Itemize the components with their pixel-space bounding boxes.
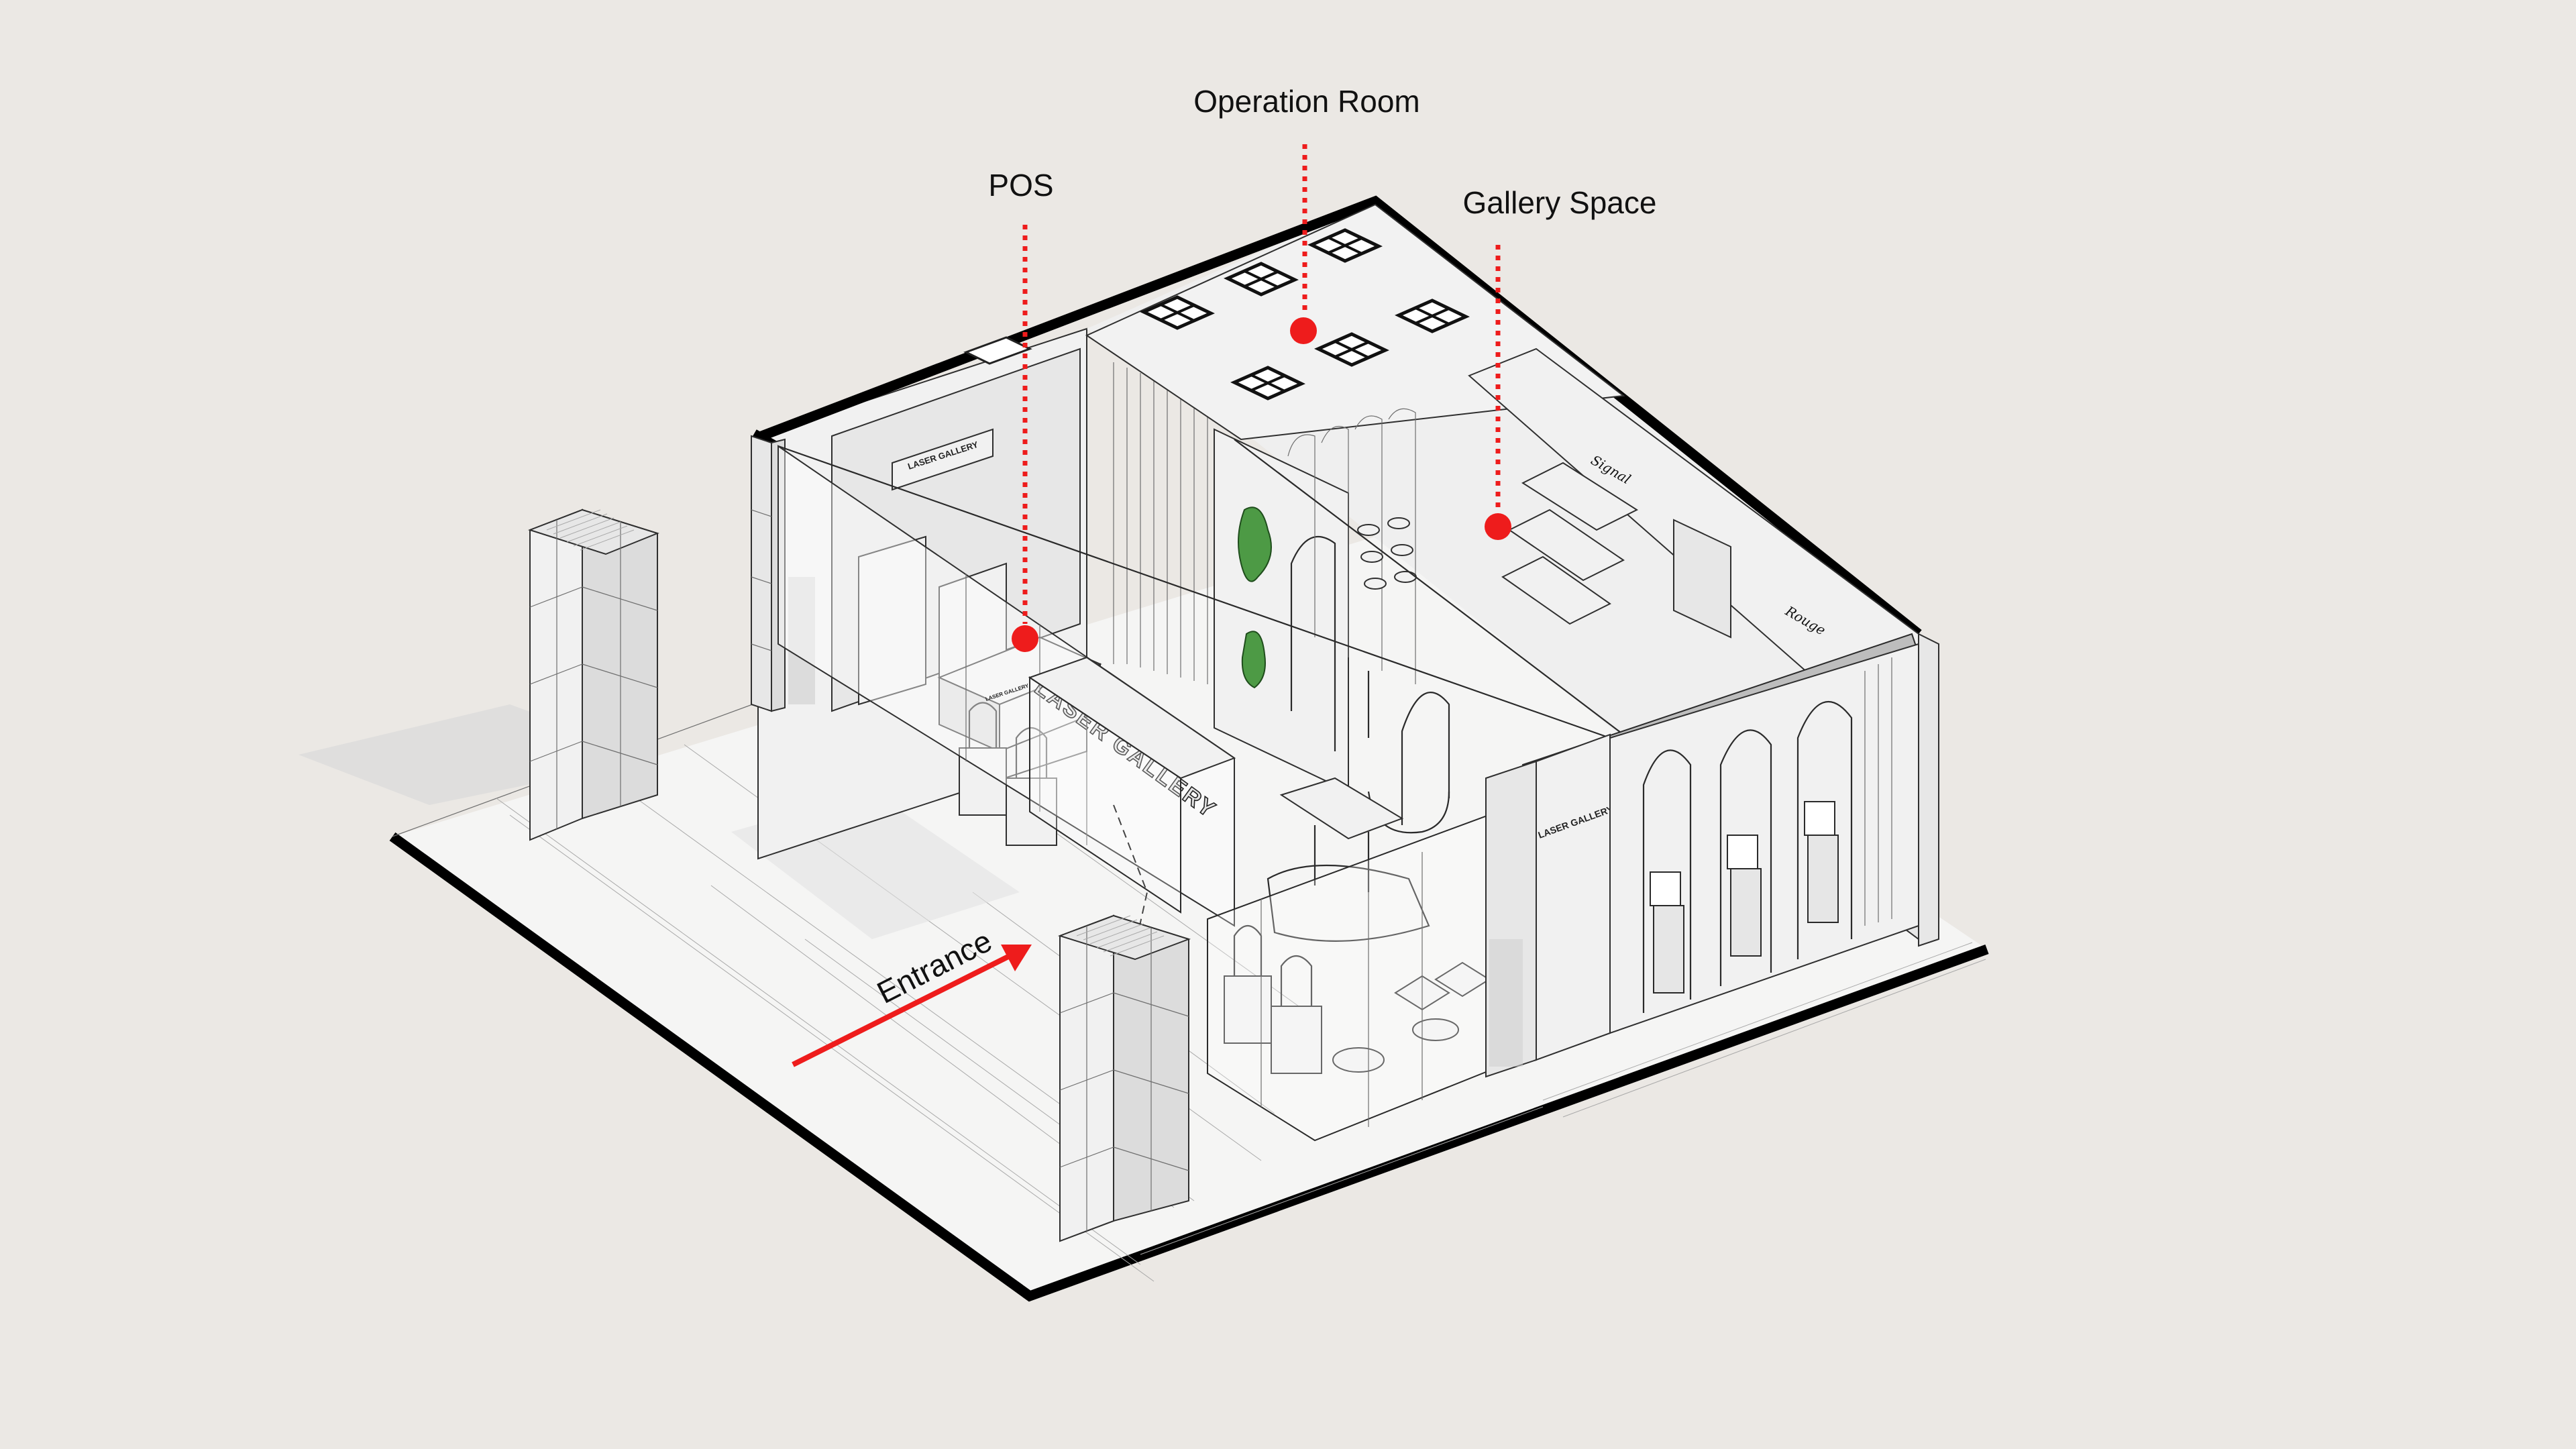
- front-column: [1057, 914, 1191, 1242]
- lobby: [1207, 777, 1517, 1142]
- gallery-space-label: Gallery Space: [1463, 185, 1657, 220]
- arrow-right-icon: [792, 945, 1032, 1067]
- gallery-facade: LASER GALLERY: [1485, 633, 1939, 1078]
- arch-2: [1401, 692, 1450, 825]
- gallery-space-marker: [1485, 513, 1511, 540]
- operation-room-label: Operation Room: [1193, 84, 1420, 119]
- left-column: [527, 508, 659, 841]
- gallery-shelves: [1501, 462, 1639, 625]
- floor-paving-lines: [496, 677, 1986, 1282]
- operation-curtain: [1287, 408, 1416, 684]
- operation-room-marker: [1290, 317, 1317, 344]
- plant-panel-1: [1238, 506, 1272, 582]
- glass-facade: LASER GALLERY: [777, 445, 1236, 953]
- slatted-wall: [1113, 362, 1208, 684]
- roof-vent: [963, 336, 1032, 365]
- pos-room: LASER GALLERY: [788, 347, 1208, 846]
- pos-marker: [1012, 625, 1038, 652]
- pos-label: POS: [988, 168, 1053, 203]
- pos-pedestals: [959, 702, 1057, 846]
- skylight-windows: [1140, 228, 1470, 400]
- arched-niches: [1642, 657, 1892, 1013]
- arch-1: [1290, 535, 1336, 751]
- lobby-pedestals: [1224, 924, 1322, 1074]
- plant-panel-2: [1241, 631, 1266, 689]
- stools: [1357, 517, 1417, 590]
- lobby-chairs: [1332, 961, 1491, 1073]
- dotted-panel: [788, 577, 815, 704]
